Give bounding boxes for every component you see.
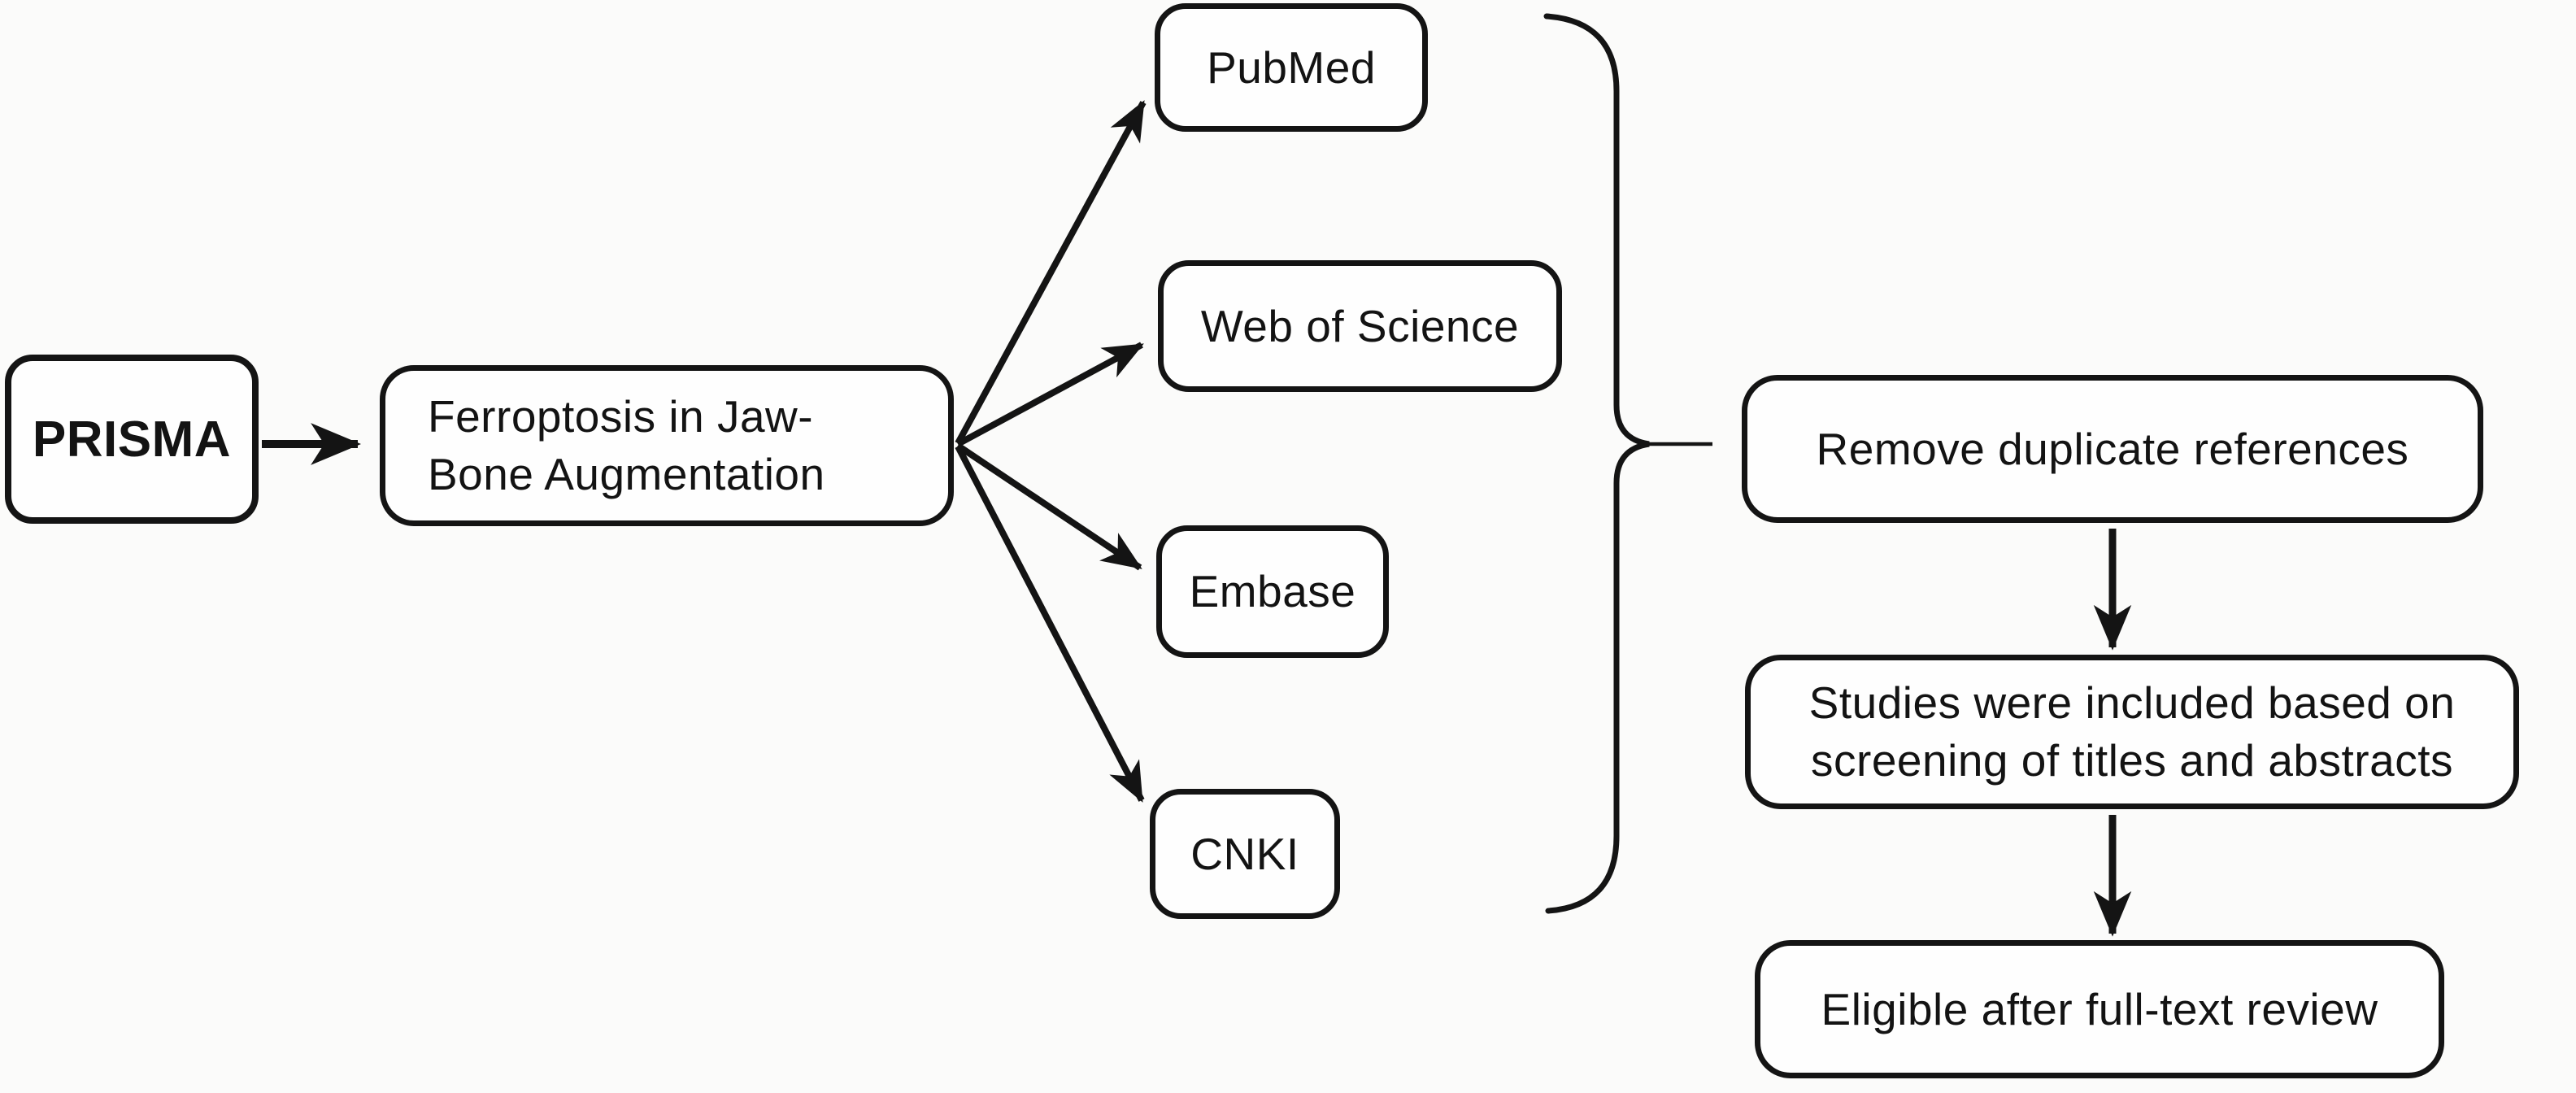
database-node-web-of-science: Web of Science — [1158, 260, 1562, 392]
step-label: Eligible after full-text review — [1821, 983, 2378, 1034]
arrow-topic-to-embase — [955, 442, 1142, 571]
database-label: Web of Science — [1200, 300, 1520, 351]
arrow-topic-to-web-of-science — [956, 342, 1144, 447]
step-label-line2: screening of titles and abstracts — [1811, 735, 2453, 786]
prisma-label: PRISMA — [32, 411, 232, 468]
database-label: PubMed — [1207, 41, 1376, 93]
database-node-cnki: CNKI — [1150, 789, 1340, 919]
step-label: Remove duplicate references — [1816, 423, 2409, 474]
step-node-title-abstract-screening: Studies were included based on screening… — [1745, 655, 2519, 809]
database-label: Embase — [1189, 566, 1356, 616]
arrow-topic-to-pubmed — [955, 100, 1147, 445]
topic-node: Ferroptosis in Jaw- Bone Augmentation — [380, 365, 954, 526]
database-label: CNKI — [1190, 828, 1299, 879]
arrow-topic-to-cnki — [955, 445, 1145, 803]
curly-brace — [1543, 13, 1650, 914]
database-node-embase: Embase — [1156, 525, 1389, 658]
prisma-node: PRISMA — [5, 355, 259, 524]
database-node-pubmed: PubMed — [1155, 3, 1428, 132]
step-label-line1: Studies were included based on — [1808, 677, 2456, 728]
step-node-remove-duplicates: Remove duplicate references — [1742, 375, 2483, 523]
topic-label-line1: Ferroptosis in Jaw- — [428, 391, 814, 442]
step-node-fulltext-review: Eligible after full-text review — [1755, 940, 2444, 1078]
topic-label-line2: Bone Augmentation — [428, 449, 825, 499]
